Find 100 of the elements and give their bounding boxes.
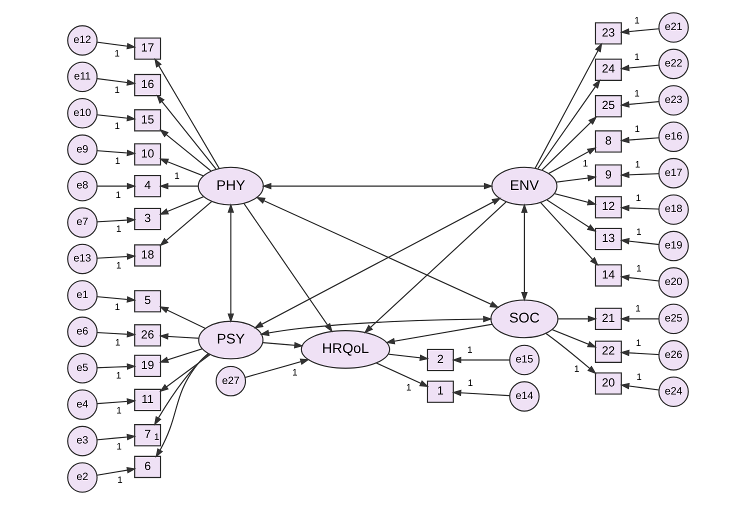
arrow: [159, 201, 212, 246]
edge-label: 1: [116, 440, 122, 452]
node-box: 13: [594, 228, 622, 250]
edge-label: 1: [634, 14, 640, 26]
edge-label: 1: [114, 120, 120, 131]
arrow: [159, 196, 204, 215]
node-box: 4: [134, 174, 162, 198]
arrow: [97, 434, 136, 440]
arrow: [262, 182, 494, 190]
arrow: [548, 147, 597, 174]
arrow: [97, 466, 136, 476]
node-circle: e19: [658, 230, 689, 262]
node-box: 26: [134, 324, 162, 346]
node-box: 20: [594, 372, 622, 395]
arrow: [260, 316, 493, 336]
arrow: [154, 354, 210, 426]
node-circle: e3: [67, 426, 98, 456]
arrow: [97, 150, 136, 156]
arrow: [620, 101, 659, 108]
node-circle: e11: [67, 62, 98, 92]
edge-label: 1: [116, 260, 122, 271]
arrow: [552, 329, 597, 348]
arrow: [254, 198, 502, 329]
node-box: 8: [594, 130, 622, 153]
arrow: [155, 353, 209, 458]
arrow: [158, 333, 199, 340]
arrow: [97, 296, 136, 303]
arrow: [556, 174, 598, 183]
node-circle: e9: [67, 134, 98, 165]
edge-label: 1: [115, 336, 120, 348]
arrow: [620, 28, 659, 35]
node-circle: e1: [67, 280, 98, 311]
arrow: [159, 348, 202, 363]
edge-label: 1: [636, 192, 641, 204]
arrow: [97, 398, 136, 405]
edge-label: 1: [114, 84, 120, 95]
arrow: [620, 136, 659, 144]
arrow: [159, 354, 210, 392]
node-box: 25: [594, 95, 622, 118]
node-box: 11: [134, 388, 162, 412]
node-circle: e13: [67, 244, 98, 274]
node-box: 17: [134, 37, 162, 60]
node-circle: e16: [658, 122, 689, 152]
arrow: [452, 356, 510, 364]
arrow: [546, 332, 597, 374]
arrow: [97, 42, 136, 50]
arrow: [159, 306, 206, 329]
arrow: [620, 382, 659, 390]
node-circle: e25: [658, 304, 689, 334]
arrow: [97, 363, 136, 370]
arrow: [521, 203, 528, 302]
node-box: 19: [134, 354, 162, 378]
node-circle: e23: [658, 85, 689, 116]
edge-label: 1: [636, 371, 642, 382]
edge-label: 1: [634, 51, 640, 62]
edge-label: 1: [467, 344, 473, 355]
arrow: [538, 79, 601, 169]
arrow: [558, 316, 598, 322]
node-circle: e18: [658, 194, 689, 225]
node-box: 12: [594, 196, 622, 218]
node-circle: e8: [67, 170, 98, 202]
edge-label: 1: [636, 226, 642, 238]
node-box: 18: [134, 244, 162, 267]
arrow: [156, 94, 216, 170]
edge-label: 1: [174, 170, 180, 181]
edge-label: 1: [116, 188, 121, 200]
edge-label: 1: [114, 301, 120, 312]
arrow: [388, 354, 430, 362]
node-circle: e14: [509, 381, 540, 412]
arrow: [620, 204, 659, 212]
arrow: [256, 196, 500, 308]
node-circle: e2: [67, 462, 98, 493]
arrow: [620, 316, 659, 322]
arrow: [620, 274, 659, 282]
node-circle: e10: [67, 98, 98, 129]
arrow: [620, 64, 659, 72]
node-circle: e4: [67, 389, 98, 420]
arrow: [262, 342, 304, 349]
edge-label: 1: [582, 157, 588, 168]
node-circle: e7: [67, 207, 98, 238]
node-circle: e12: [67, 25, 98, 56]
node-box: 9: [594, 164, 622, 187]
arrow: [158, 182, 198, 190]
node-box: 5: [134, 290, 162, 312]
node-box: 2: [426, 348, 454, 372]
edge-label: 1: [116, 404, 122, 416]
edge-label: 1: [636, 262, 642, 274]
arrow: [534, 42, 602, 169]
node-box: 15: [134, 109, 162, 132]
arrow: [364, 202, 506, 334]
node-box: 24: [594, 58, 622, 81]
node-circle: e20: [658, 267, 689, 298]
node-circle: e26: [658, 340, 689, 371]
node-circle: e24: [658, 376, 689, 407]
arrow: [376, 362, 430, 388]
node-circle: e5: [67, 352, 98, 384]
node-circle: e15: [509, 344, 540, 376]
node-ellipse: PHY: [198, 166, 264, 206]
node-box: 10: [134, 143, 162, 166]
node-circle: e17: [658, 158, 689, 188]
